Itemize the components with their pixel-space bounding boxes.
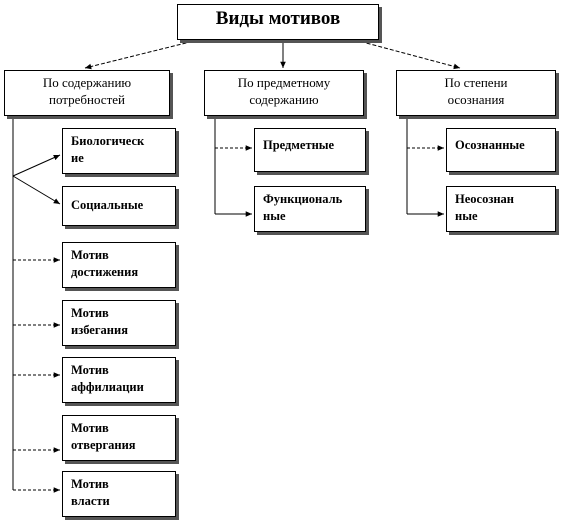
arrow-root-to-cat1 [84, 39, 199, 70]
category-awareness-degree: По степени осознания [396, 70, 556, 116]
leaf-subject: Предметные [254, 128, 366, 172]
leaf-affiliation-motive: Мотив аффилиации [62, 357, 176, 403]
leaf-functional: Функциональ ные [254, 186, 366, 232]
root-node: Виды мотивов [177, 4, 379, 40]
category-content-needs: По содержанию потребностей [4, 70, 170, 116]
leaf-avoidance-motive: Мотив избегания [62, 300, 176, 346]
arrow-cat1-social [12, 175, 61, 205]
leaf-rejection-motive: Мотив отвергания [62, 415, 176, 461]
arrow-root-to-cat3 [354, 39, 461, 70]
leaf-conscious: Осознанные [446, 128, 556, 172]
category-subject-content: По предметному содержанию [204, 70, 364, 116]
leaf-biological: Биологическ ие [62, 128, 176, 174]
leaf-power-motive: Мотив власти [62, 471, 176, 517]
arrow-cat1-biological [12, 154, 61, 177]
leaf-unconscious: Неосознан ные [446, 186, 556, 232]
leaf-social: Социальные [62, 186, 176, 226]
leaf-achievement-motive: Мотив достижения [62, 242, 176, 288]
